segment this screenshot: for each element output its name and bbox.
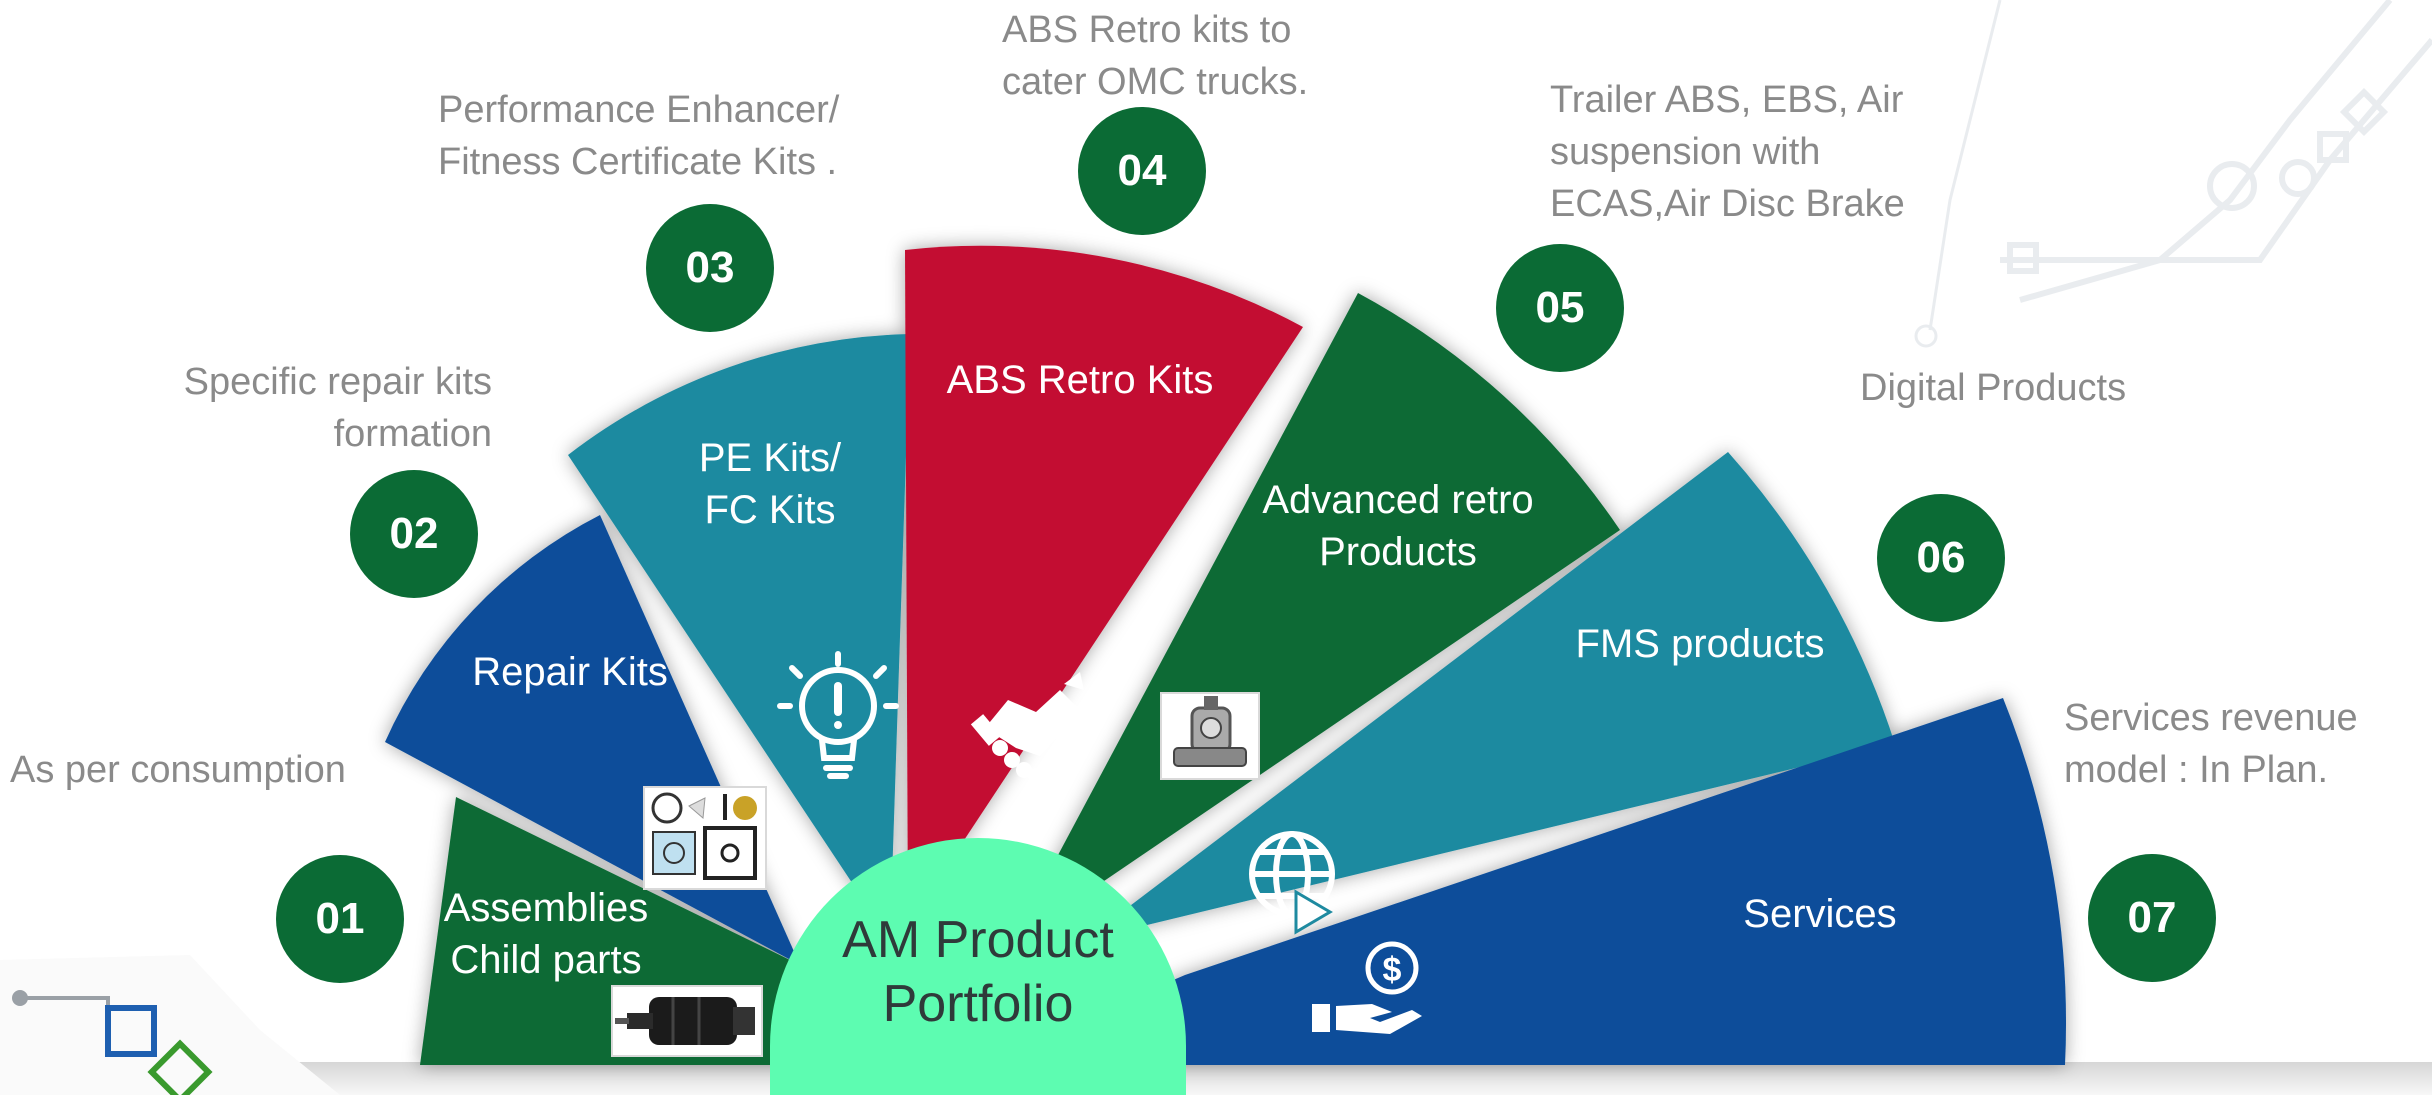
hand-dollar-icon: $ [1312,941,1422,1034]
segment-04-wedge [905,245,1303,925]
segment-01-description: As per consumption [10,749,346,791]
badge-05: 05 [1496,244,1624,372]
segment-07-label: Services [1743,892,1897,936]
segment-03-wedge [568,334,910,940]
badge-06: 06 [1877,494,2005,622]
segment-02-label: Repair Kits [472,650,668,694]
repair-kit-photo [643,786,767,890]
segment-07-description: Services revenue model : In Plan. [2064,697,2358,791]
segment-06-label: FMS products [1575,622,1825,666]
segment-04-label: ABS Retro Kits [946,358,1214,402]
segment-06-wedge [1085,452,1895,940]
circuit-logo-icon [0,955,340,1095]
segment-05-label: Advanced retro Products [1262,478,1534,574]
segment-05-description: Trailer ABS, EBS, Air suspension with EC… [1550,79,1905,225]
segment-01-label: Assemblies Child parts [443,886,649,982]
floor-shadow [0,1062,2432,1095]
segment-03-label: PE Kits/ FC Kits [698,436,842,532]
svg-text:$: $ [1383,951,1402,989]
lightbulb-icon [777,651,899,779]
segment-02-description: Specific repair kits formation [183,361,492,455]
segment-04-description: ABS Retro kits to cater OMC trucks. [1002,9,1309,103]
badge-01: 01 [276,855,404,983]
segment-06-description: Digital Products [1860,367,2127,409]
abs-component-photo [1160,692,1260,780]
badge-07: 07 [2088,854,2216,982]
segment-07-wedge [975,698,2067,1065]
brake-chamber-photo [611,985,763,1057]
handshake-icon [970,672,1084,784]
globe-play-icon [1249,831,1335,935]
circuit-background-decoration [1914,0,2432,348]
badge-03: 03 [646,204,774,332]
badge-04: 04 [1078,107,1206,235]
badge-02: 02 [350,470,478,598]
segment-05-wedge [1010,293,1620,945]
fan-segments [385,245,2067,1065]
segment-03-description: Performance Enhancer/ Fitness Certificat… [438,89,840,183]
